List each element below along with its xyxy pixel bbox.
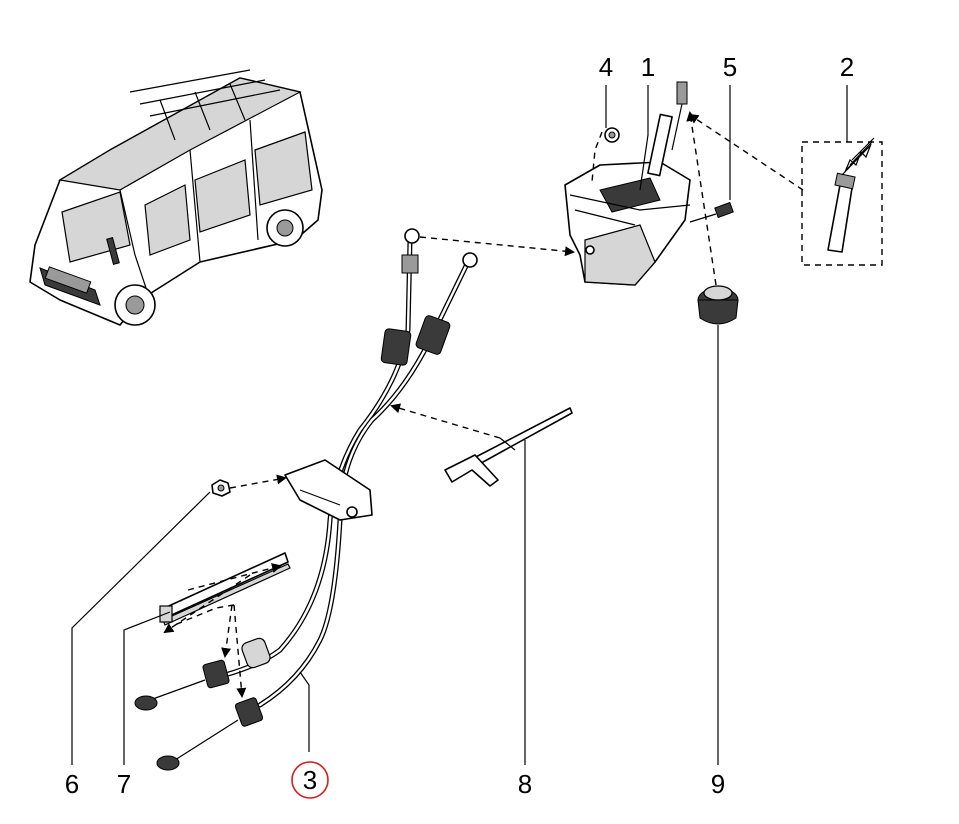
callout-6: 6	[65, 769, 79, 799]
callout-5: 5	[723, 52, 737, 82]
cable-clip	[444, 407, 573, 487]
detent-plunger-assembly	[801, 137, 883, 266]
callout-7: 7	[117, 769, 131, 799]
nut-part	[211, 479, 231, 497]
callout-4: 4	[599, 52, 613, 82]
callout-labels: 1 2 3 4 5 6 7 8 9	[65, 52, 854, 799]
gear-lever-housing	[564, 81, 734, 286]
callout-2: 2	[840, 52, 854, 82]
cable-tie	[159, 552, 291, 626]
callout-1: 1	[641, 52, 655, 82]
assembly-arrows	[163, 111, 804, 698]
gear-selector-cables	[134, 228, 478, 771]
callout-9: 9	[711, 769, 725, 799]
callout-8: 8	[518, 769, 532, 799]
van-illustration	[29, 69, 323, 326]
highlight-circle	[291, 761, 329, 799]
leader-lines	[71, 85, 848, 765]
callout-3: 3	[303, 765, 317, 795]
rubber-boot	[697, 285, 739, 325]
